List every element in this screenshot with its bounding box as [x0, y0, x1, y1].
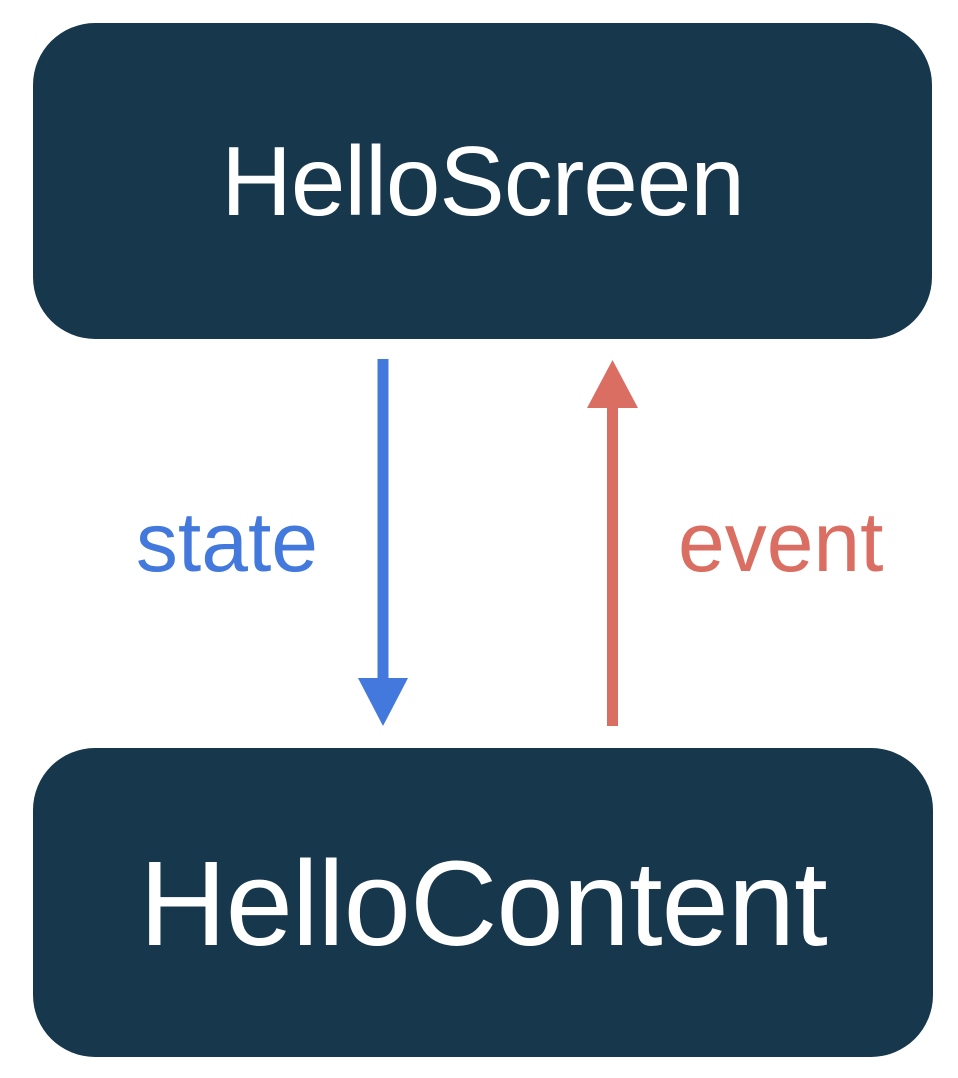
event-arrow-head-icon — [587, 360, 638, 408]
state-label: state — [135, 495, 318, 589]
hello-screen-box: HelloScreen — [33, 23, 932, 339]
state-arrow-head-icon — [358, 678, 408, 726]
hello-content-box: HelloContent — [33, 748, 933, 1057]
event-label: event — [678, 495, 884, 589]
event-arrow-up — [587, 360, 638, 726]
hello-content-title: HelloContent — [139, 834, 828, 971]
hello-screen-title: HelloScreen — [221, 125, 745, 236]
state-arrow-down — [358, 359, 408, 726]
